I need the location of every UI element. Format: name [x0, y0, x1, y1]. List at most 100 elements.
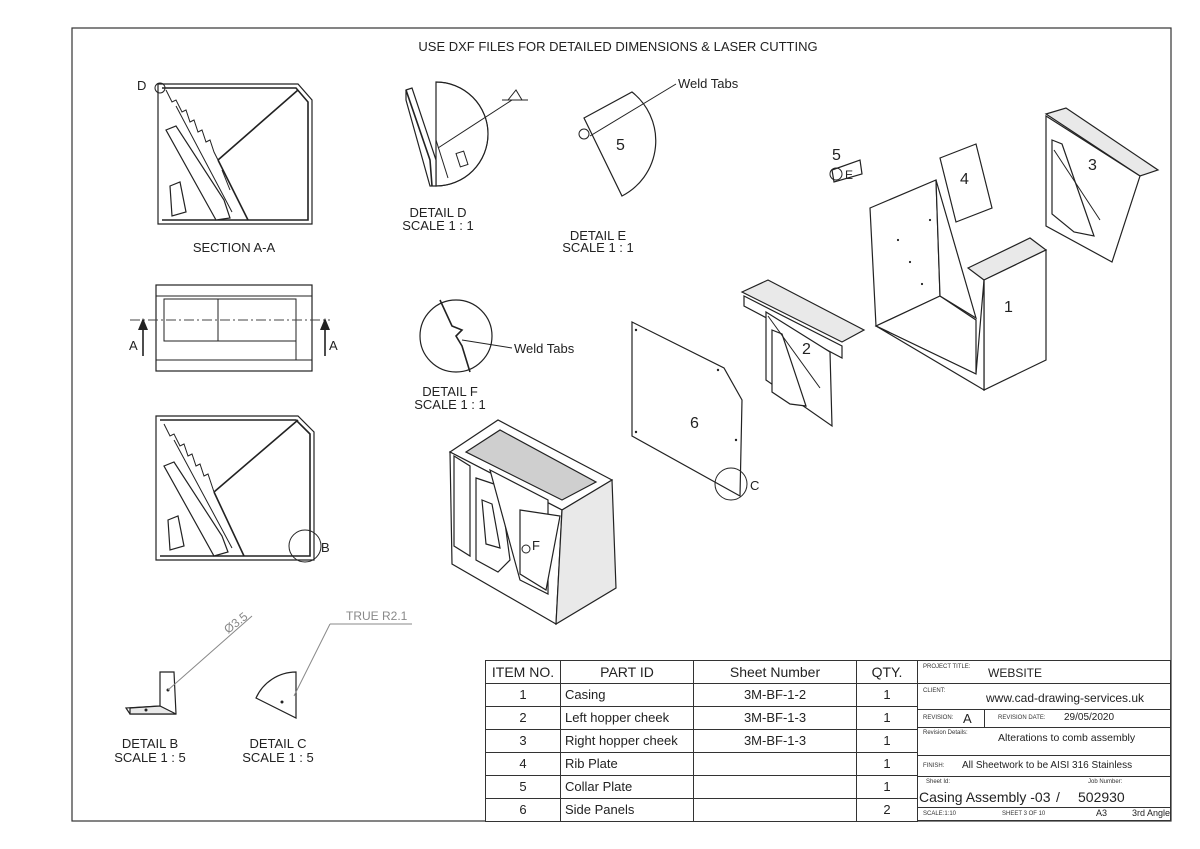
letter-e: E [845, 168, 853, 182]
detail-f-title: DETAIL F [422, 384, 478, 399]
tb-client: www.cad-drawing-services.uk [986, 691, 1145, 705]
part-6-side-panel: 6 C [631, 321, 759, 501]
bom-qty: 1 [856, 683, 918, 707]
tb-revision-date-label: REVISION DATE: [998, 715, 1046, 721]
bom-part-id: Right hopper cheek [560, 729, 694, 753]
bom-part-id: Left hopper cheek [560, 706, 694, 730]
isometric-assembly: F [448, 419, 617, 626]
tb-client-label: CLIENT: [923, 688, 946, 694]
section-aa-title: SECTION A-A [193, 240, 276, 255]
bom-item-no: 5 [485, 775, 561, 799]
bom-qty: 1 [856, 775, 918, 799]
bom-item-no: 3 [485, 729, 561, 753]
tb-job-number-label: Job Number: [1088, 779, 1123, 785]
bom-item-no: 2 [485, 706, 561, 730]
balloon-6: 6 [690, 415, 699, 432]
bom-sheet-number: 3M-BF-1-3 [693, 706, 857, 730]
bom-row: 2 Left hopper cheek 3M-BF-1-3 1 [485, 706, 918, 730]
balloon-2: 2 [802, 341, 811, 358]
part-4-rib-plate: 4 [939, 143, 993, 223]
tb-separator: / [1056, 789, 1060, 805]
balloon-5-detail: 5 [616, 137, 625, 154]
balloon-5: 5 [832, 147, 841, 164]
bom-header-part-id: PART ID [560, 660, 694, 684]
tb-revision-row: REVISION: A REVISION DATE: 29/05/2020 [918, 710, 1170, 728]
bom-header-row: ITEM NO. PART ID Sheet Number QTY. [485, 660, 918, 684]
part-2-left-hopper-cheek: 2 [740, 279, 866, 428]
tb-footer-row: SCALE:1:10 SHEET 3 OF 10 A3 3rd Angle [918, 808, 1170, 820]
detail-b-title: DETAIL B [122, 736, 178, 751]
part-3-right-hopper-cheek: 3 [1044, 107, 1160, 263]
detail-c-dim: TRUE R2.1 [346, 609, 408, 623]
bom-qty: 2 [856, 798, 918, 822]
detail-f-view: Weld Tabs [419, 299, 575, 373]
bom-header-sheet-number: Sheet Number [693, 660, 857, 684]
balloon-3: 3 [1088, 157, 1097, 174]
bom-sheet-number [693, 775, 857, 799]
tb-client-row: CLIENT: www.cad-drawing-services.uk [918, 684, 1170, 710]
letter-f: F [532, 538, 540, 553]
tb-finish: All Sheetwork to be AISI 316 Stainless [962, 760, 1133, 771]
bom-item-no: 1 [485, 683, 561, 707]
detail-e-scale: SCALE 1 : 1 [562, 240, 634, 255]
tb-revision: A [963, 711, 972, 726]
tb-revision-details-label: Revision Details: [923, 730, 968, 736]
bom-row: 3 Right hopper cheek 3M-BF-1-3 1 [485, 729, 918, 753]
tb-revision-details: Alterations to comb assembly [998, 732, 1136, 744]
tb-revision-details-row: Revision Details: Alterations to comb as… [918, 728, 1170, 756]
part-1-casing: 1 [869, 179, 1048, 392]
bom-sheet-number: 3M-BF-1-2 [693, 683, 857, 707]
tb-scale: SCALE:1:10 [923, 811, 957, 817]
tb-sheet-count: SHEET 3 OF 10 [1002, 811, 1046, 817]
front-view: B [155, 415, 330, 563]
weld-tabs-label-e: Weld Tabs [678, 76, 739, 91]
tb-divider [984, 710, 985, 727]
letter-c: C [750, 478, 759, 493]
detail-c-view: TRUE R2.1 [255, 609, 412, 719]
detail-b-scale: SCALE 1 : 5 [114, 750, 186, 765]
detail-e-view: 5 Weld Tabs [578, 76, 739, 197]
header-note: USE DXF FILES FOR DETAILED DIMENSIONS & … [418, 39, 817, 54]
detail-c-scale: SCALE 1 : 5 [242, 750, 314, 765]
bom-qty: 1 [856, 752, 918, 776]
detail-d-view [405, 81, 528, 187]
title-block: PROJECT TITLE: WEBSITE CLIENT: www.cad-d… [917, 660, 1171, 821]
section-letter-a-right: A [329, 338, 338, 353]
letter-b: B [321, 540, 330, 555]
balloon-4: 4 [960, 171, 969, 188]
top-view: A A [129, 284, 338, 372]
bom-row: 5 Collar Plate 1 [485, 775, 918, 799]
detail-d-scale: SCALE 1 : 1 [402, 218, 474, 233]
tb-projection: 3rd Angle [1132, 808, 1171, 818]
tb-sheet-id-row: Sheet Id: Job Number: Casing Assembly -0… [918, 777, 1170, 808]
tb-sheet-id: Casing Assembly -03 [919, 789, 1051, 805]
section-letter-a-left: A [129, 338, 138, 353]
letter-d: D [137, 78, 146, 93]
bom-sheet-number: 3M-BF-1-3 [693, 729, 857, 753]
tb-revision-date: 29/05/2020 [1064, 712, 1115, 723]
detail-e-title: DETAIL E [570, 228, 627, 243]
tb-job-number: 502930 [1078, 789, 1125, 805]
detail-c-title: DETAIL C [249, 736, 306, 751]
bom-row: 4 Rib Plate 1 [485, 752, 918, 776]
bom-qty: 1 [856, 729, 918, 753]
section-aa-view: D [137, 78, 313, 225]
bill-of-materials: ITEM NO. PART ID Sheet Number QTY. 1 Cas… [485, 660, 918, 822]
bom-part-id: Side Panels [560, 798, 694, 822]
bom-header-qty: QTY. [856, 660, 918, 684]
bom-row: 6 Side Panels 2 [485, 798, 918, 822]
detail-d-title: DETAIL D [409, 205, 466, 220]
bom-part-id: Collar Plate [560, 775, 694, 799]
weld-tabs-label-f: Weld Tabs [514, 341, 575, 356]
detail-f-scale: SCALE 1 : 1 [414, 397, 486, 412]
tb-paper: A3 [1096, 808, 1108, 818]
tb-finish-label: FINISH: [923, 763, 945, 769]
bom-qty: 1 [856, 706, 918, 730]
bom-part-id: Casing [560, 683, 694, 707]
part-5-collar-plate: 5 E [829, 147, 863, 183]
bom-item-no: 6 [485, 798, 561, 822]
tb-finish-row: FINISH: All Sheetwork to be AISI 316 Sta… [918, 756, 1170, 777]
bom-sheet-number [693, 752, 857, 776]
balloon-1: 1 [1004, 299, 1013, 316]
